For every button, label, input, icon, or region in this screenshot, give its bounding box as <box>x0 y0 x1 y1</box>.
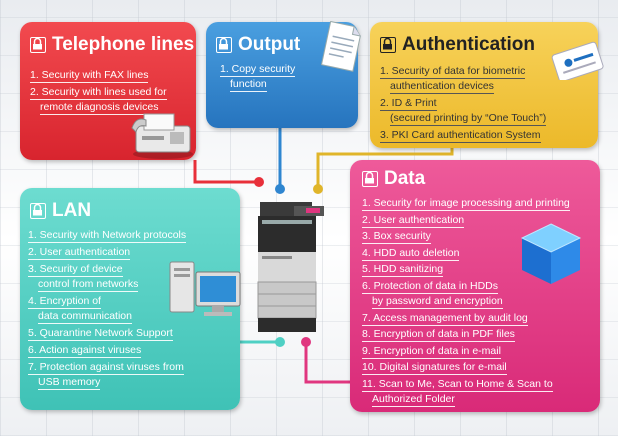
data-list-item-text: 8. Encryption of data in PDF files <box>362 328 515 343</box>
data-list-item-text: 10. Digital signatures for e-mail <box>362 361 507 376</box>
lan-list-item-text: 7. Protection against viruses from <box>28 361 184 375</box>
output-title-text: Output <box>238 34 301 55</box>
data-list-item: 10. Digital signatures for e-mail <box>362 360 570 376</box>
data-list-item: 5. HDD sanitizing <box>362 262 570 278</box>
connector-dot-lan <box>275 337 285 347</box>
lan-list-item: 2. User authentication <box>28 245 186 260</box>
data-list-item-text: Authorized Folder <box>372 392 455 407</box>
lan-list-item-text: 1. Security with Network protocols <box>28 229 187 243</box>
fax-machine-icon <box>131 113 193 159</box>
lock-icon <box>216 37 232 53</box>
panel-telephone-lines: Telephone lines 1. Security with FAX lin… <box>20 22 196 160</box>
authentication-list-item-text: 3. PKI Card authentication System <box>380 129 541 143</box>
connector-dot-output <box>275 184 285 194</box>
data-list-item-text: 7. Access management by audit log <box>362 311 528 326</box>
connector-dot-authentication <box>313 184 323 194</box>
lan-list-item-text: data communication <box>38 310 132 324</box>
lan-list-item: 5. Quarantine Network Support <box>28 326 186 341</box>
authentication-list-item-text: authentication devices <box>390 80 494 94</box>
data-list-item: 4. HDD auto deletion <box>362 246 570 261</box>
lan-list-item-text: 5. Quarantine Network Support <box>28 327 173 341</box>
data-list-item: 8. Encryption of data in PDF files <box>362 327 570 343</box>
output-list-item-text: function <box>230 78 267 92</box>
lan-list: 1. Security with Network protocols 2. Use… <box>28 228 187 392</box>
data-title-text: Data <box>384 168 426 189</box>
data-list-item: 3. Box security <box>362 229 570 245</box>
data-list-item-text: 1. Security for image processing and pri… <box>362 197 570 211</box>
lock-icon <box>380 37 396 53</box>
connector-dot-data <box>301 337 311 347</box>
telephone-list-item: 1. Security with FAX lines <box>30 68 167 83</box>
data-list-item: 7. Access management by audit log <box>362 311 570 326</box>
panel-title-lan: LAN <box>30 200 91 222</box>
data-list-item-text: 5. HDD sanitizing <box>362 263 444 278</box>
connector-dot-telephone <box>254 177 264 187</box>
panel-authentication: Authentication 1. Security of data for b… <box>370 22 598 148</box>
data-list-item-text: 11. Scan to Me, Scan to Home & Scan to <box>362 377 553 392</box>
telephone-list: 1. Security with FAX lines 2. Security wi… <box>30 68 167 117</box>
multifunction-printer-icon <box>257 202 324 332</box>
id-card-icon <box>551 41 604 80</box>
panel-title-data: Data <box>362 168 425 190</box>
panel-title-authentication: Authentication <box>380 34 535 56</box>
panel-lan: LAN 1. Security with Network protocols 2.… <box>20 188 240 410</box>
authentication-list-item-text: (secured printing by “One Touch”) <box>390 112 547 126</box>
lan-list-item-text: control from networks <box>38 278 139 292</box>
lan-list-item-text: 4. Encryption of <box>28 295 101 309</box>
authentication-list-item: 3. PKI Card authentication System <box>380 128 546 143</box>
lan-list-item-text: 2. User authentication <box>28 246 131 260</box>
authentication-list-item-text: 1. Security of data for biometric <box>380 65 526 79</box>
authentication-list-item: 2. ID & Print(secured printing by “One T… <box>380 96 547 126</box>
data-list-item: 2. User authentication <box>362 213 570 228</box>
data-list-item: 1. Security for image processing and pri… <box>362 196 570 211</box>
panel-title-output: Output <box>216 34 300 56</box>
document-icon <box>320 20 361 72</box>
lan-list-item-text: USB memory <box>38 376 101 390</box>
lan-list-item: 6. Action against viruses <box>28 343 186 358</box>
authentication-list-item-text: 2. ID & Print <box>380 97 437 111</box>
lock-icon <box>362 171 378 187</box>
data-list-item-text: 6. Protection of data in HDDs <box>362 279 498 294</box>
computer-icon <box>169 261 241 316</box>
data-list: 1. Security for image processing and pri… <box>362 196 570 409</box>
lan-list-item: 1. Security with Network protocols <box>28 228 187 243</box>
data-list-item-text: by password and encryption <box>372 294 503 309</box>
lock-icon <box>30 37 46 53</box>
telephone-list-item-text: 1. Security with FAX lines <box>30 69 149 83</box>
data-list-item-text: 3. Box security <box>362 230 431 245</box>
data-list-item-text: 2. User authentication <box>362 213 465 228</box>
data-list-item-text: 4. HDD auto deletion <box>362 246 460 261</box>
lock-icon <box>30 203 46 219</box>
panel-title-telephone: Telephone lines <box>30 34 194 56</box>
output-list-item-text: 1. Copy security <box>220 63 296 77</box>
data-cube-icon <box>520 223 582 284</box>
data-list-item: 9. Encryption of data in e-mail <box>362 344 570 359</box>
telephone-list-item-text: remote diagnosis devices <box>40 101 159 115</box>
lan-list-item-text: 6. Action against viruses <box>28 344 142 358</box>
panel-data: Data 1. Security for image processing an… <box>350 160 600 412</box>
lan-title-text: LAN <box>52 200 92 221</box>
authentication-title-text: Authentication <box>402 34 535 55</box>
telephone-title-text: Telephone lines <box>52 34 195 55</box>
lan-list-item-text: 3. Security of device <box>28 263 123 277</box>
telephone-list-item-text: 2. Security with lines used for <box>30 86 167 100</box>
data-list-item-text: 9. Encryption of data in e-mail <box>362 344 501 359</box>
